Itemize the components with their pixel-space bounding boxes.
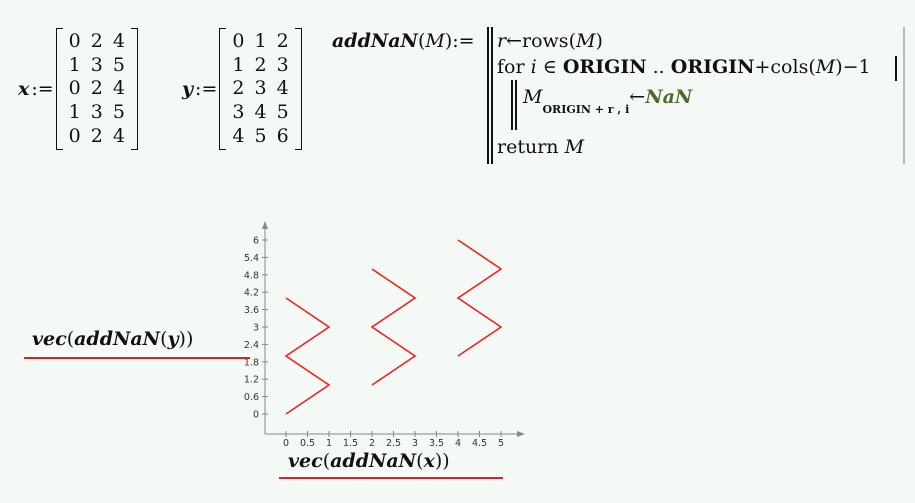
y-tick-label: 0.6 bbox=[244, 392, 259, 403]
y-matrix-cell: 3 bbox=[254, 77, 267, 100]
y-matrix-cell: 1 bbox=[254, 30, 267, 53]
x-matrix-cell: 0 bbox=[68, 77, 81, 100]
data-series-segment bbox=[456, 239, 503, 357]
y-matrix-cell: 3 bbox=[276, 53, 289, 76]
y-tick-label: 3 bbox=[253, 323, 259, 334]
x-tick-label: 3 bbox=[412, 438, 418, 449]
y-matrix-cell: 4 bbox=[232, 124, 245, 147]
program-bar-right bbox=[903, 27, 905, 164]
x-tick-label: 0 bbox=[283, 438, 289, 449]
program-line-return: return M bbox=[497, 136, 585, 158]
y-matrix-cell: 0 bbox=[232, 30, 245, 53]
x-matrix-cell: 4 bbox=[112, 30, 125, 53]
x-axis-expression-underline bbox=[279, 477, 503, 479]
y-matrix-cell: 2 bbox=[254, 53, 267, 76]
program-bar-inner bbox=[895, 56, 897, 81]
x-matrix-cell: 2 bbox=[90, 77, 103, 100]
x-matrix-cell: 3 bbox=[90, 101, 103, 124]
data-series-segment bbox=[370, 268, 417, 386]
plot-canvas: 0 0.6 1.2 1.8 2.4 3 3.6 4.2 4.8 5.4 6 0 0.5 1 1.5 2 2.5 3… bbox=[244, 221, 525, 449]
y-axis-expression-underline bbox=[24, 357, 250, 359]
for-body-bar-1 bbox=[511, 80, 513, 130]
program-bar-outer-2 bbox=[491, 27, 493, 164]
y-axis-expression[interactable]: vec(addNaN(y)) bbox=[32, 328, 194, 350]
y-matrix-cell: 2 bbox=[232, 77, 245, 100]
y-axis-arrow bbox=[262, 221, 268, 229]
data-series-segment bbox=[284, 297, 331, 415]
y-variable-name: y bbox=[182, 77, 194, 100]
x-tick-label: 2 bbox=[369, 438, 375, 449]
x-matrix-cell: 0 bbox=[68, 30, 81, 53]
program-line-assign-nan: MORIGIN + r , i←NaN bbox=[523, 86, 693, 116]
y-tick-label: 5.4 bbox=[244, 253, 259, 264]
xy-plot[interactable]: 0 0.6 1.2 1.8 2.4 3 3.6 4.2 4.8 5.4 6 0 0.5 1 1.5 2 2.5 3… bbox=[215, 215, 535, 455]
y-tick-label: 2.4 bbox=[244, 340, 259, 351]
y-matrix-cell: 5 bbox=[254, 124, 267, 147]
x-axis-expression[interactable]: vec(addNaN(x)) bbox=[288, 450, 450, 472]
program-line-rows: r←rows(M) bbox=[497, 30, 603, 52]
y-tick-label: 1.8 bbox=[244, 357, 259, 368]
x-matrix-cell: 2 bbox=[90, 124, 103, 147]
program-line-for: for i ∈ ORIGIN .. ORIGIN+cols(M)−1 bbox=[497, 56, 871, 78]
addnan-program[interactable]: addNaN(M):= r←rows(M) for i ∈ ORIGIN .. … bbox=[0, 0, 915, 170]
x-matrix-cell: 1 bbox=[68, 101, 81, 124]
y-matrix-cell: 2 bbox=[276, 30, 289, 53]
y-matrix-cell: 4 bbox=[254, 101, 267, 124]
y-assign-operator: := bbox=[195, 77, 218, 100]
x-tick-label: 1 bbox=[326, 438, 332, 449]
y-tick-label: 3.6 bbox=[244, 305, 259, 316]
program-header: addNaN(M):= bbox=[332, 30, 475, 52]
x-matrix-cell: 4 bbox=[112, 77, 125, 100]
x-matrix-cell: 4 bbox=[112, 124, 125, 147]
x-assign-operator: := bbox=[31, 77, 54, 100]
for-body-bar-2 bbox=[515, 80, 517, 130]
y-matrix-cell: 6 bbox=[276, 124, 289, 147]
x-matrix-cell: 1 bbox=[68, 53, 81, 76]
x-tick-label: 4.5 bbox=[472, 438, 487, 449]
y-tick-label: 6 bbox=[253, 236, 259, 247]
x-tick-label: 1.5 bbox=[343, 438, 358, 449]
x-variable-name: x bbox=[18, 77, 30, 100]
x-tick-label: 0.5 bbox=[300, 438, 315, 449]
x-matrix-cell: 0 bbox=[68, 124, 81, 147]
y-tick-label: 4.8 bbox=[244, 270, 259, 281]
y-matrix-cell: 3 bbox=[232, 101, 245, 124]
x-tick-label: 5 bbox=[498, 438, 504, 449]
x-axis-arrow bbox=[517, 431, 525, 437]
y-matrix-cell: 1 bbox=[232, 53, 245, 76]
x-tick-label: 4 bbox=[455, 438, 461, 449]
program-bar-outer-1 bbox=[487, 27, 489, 164]
x-matrix-cell: 5 bbox=[112, 101, 125, 124]
x-tick-label: 3.5 bbox=[429, 438, 444, 449]
x-matrix-cell: 3 bbox=[90, 53, 103, 76]
y-tick-label: 4.2 bbox=[244, 288, 259, 299]
y-matrix-cell: 4 bbox=[276, 77, 289, 100]
y-matrix-cell: 5 bbox=[276, 101, 289, 124]
y-tick-label: 0 bbox=[253, 410, 259, 421]
x-matrix-cell: 2 bbox=[90, 30, 103, 53]
x-matrix-cell: 5 bbox=[112, 53, 125, 76]
x-tick-label: 2.5 bbox=[386, 438, 401, 449]
y-tick-label: 1.2 bbox=[244, 375, 259, 386]
